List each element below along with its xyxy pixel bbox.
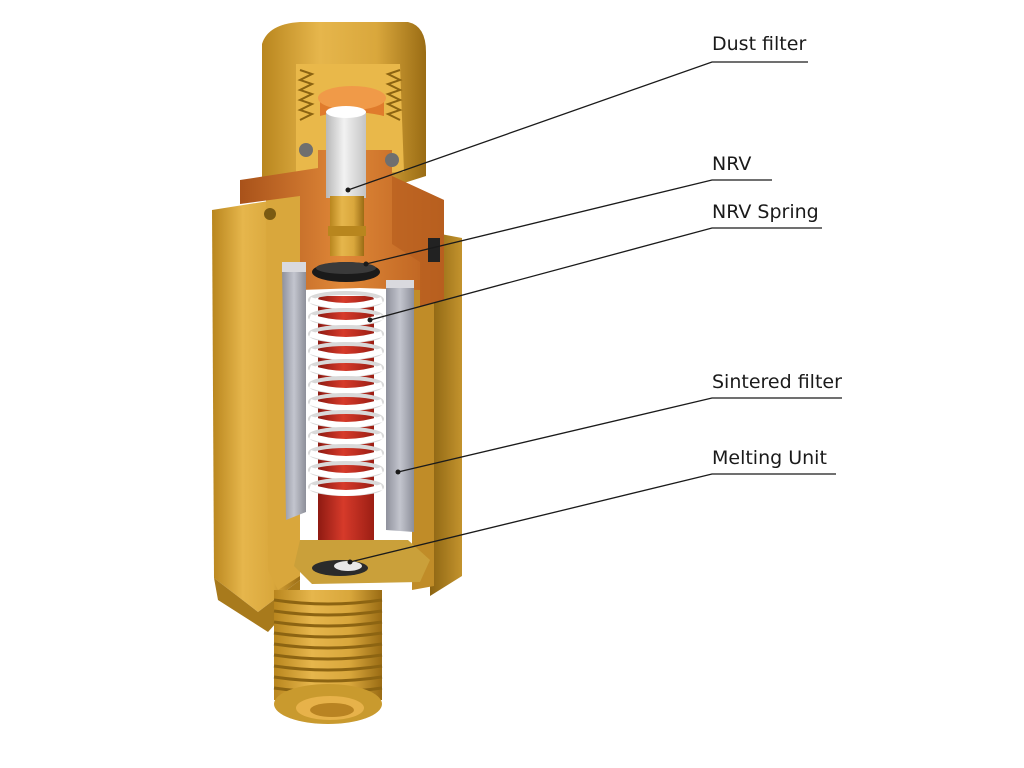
- leader-dot-nrv: [363, 261, 369, 267]
- leader-dust-filter: [347, 61, 808, 191]
- label-nrv-spring: NRV Spring: [712, 201, 819, 223]
- spring-coil-front: [309, 297, 383, 309]
- leader-sintered-filter: [397, 397, 842, 473]
- labels: Dust filter NRV NRV Spring Sintered filt…: [712, 33, 842, 469]
- inner-cavity-right: [412, 238, 434, 590]
- spring-coil-front: [309, 365, 383, 377]
- leader-melting-unit: [349, 473, 836, 563]
- leader-dot-sintered-filter: [395, 469, 401, 475]
- leader-lines: [345, 61, 842, 565]
- lower-body-right-wall: [430, 232, 462, 596]
- nrv-spring: [308, 291, 384, 496]
- thread-ridge: [273, 631, 383, 639]
- threaded-outlet: [273, 590, 383, 724]
- thread-ridge: [273, 653, 383, 661]
- bolt-top-left: [264, 208, 276, 220]
- leader-dot-melting-unit: [347, 559, 353, 565]
- spring-coil-front: [309, 331, 383, 343]
- thread-ridge: [273, 620, 383, 628]
- melting-unit-tip-inner: [334, 561, 362, 571]
- spring-coil-front: [309, 450, 383, 462]
- spring-coil-front: [309, 433, 383, 445]
- thread-ridge: [273, 642, 383, 650]
- bolt-left: [299, 143, 313, 157]
- melting-unit-base: [294, 540, 430, 584]
- spring-coil-front: [309, 484, 383, 496]
- filter-cap-top-left: [282, 262, 306, 272]
- label-nrv: NRV: [712, 153, 751, 175]
- sintered-filter: [282, 262, 414, 532]
- thread-ridge: [273, 598, 383, 606]
- dust-filter-top: [318, 86, 386, 110]
- bolt-right: [385, 153, 399, 167]
- copper-adapter-shadow: [392, 176, 444, 306]
- leader-nrv-spring: [369, 227, 822, 321]
- spring-coil-front: [309, 399, 383, 411]
- outlet-threads: [273, 598, 383, 694]
- spring-coil-front: [309, 382, 383, 394]
- spring-coil-front: [309, 467, 383, 479]
- dust-filter-pin: [326, 112, 366, 198]
- dust-filter-assembly: [312, 86, 386, 282]
- sintered-filter-left: [282, 262, 306, 520]
- thread-ridge: [273, 609, 383, 617]
- label-sintered-filter: Sintered filter: [712, 371, 842, 393]
- bolt-side: [428, 238, 440, 262]
- cap-threads: [297, 69, 315, 121]
- spring-coil-front: [309, 416, 383, 428]
- sintered-filter-right: [386, 280, 414, 532]
- leader-dot-dust-filter: [345, 187, 351, 193]
- thread-ridge: [273, 664, 383, 672]
- leader-dot-nrv-spring: [367, 317, 373, 323]
- thread-ridge: [273, 675, 383, 683]
- label-melting-unit: Melting Unit: [712, 447, 827, 469]
- dust-filter-pin-top: [326, 106, 366, 118]
- spring-coil-front: [309, 348, 383, 360]
- nrv-stem-band: [328, 226, 366, 236]
- label-dust-filter: Dust filter: [712, 33, 806, 55]
- outlet-bore-inner: [310, 703, 354, 717]
- leader-nrv: [365, 179, 772, 265]
- cap-threads-right: [385, 69, 403, 121]
- filter-cap-top-right: [386, 280, 414, 288]
- nrv-seal-ring: [316, 262, 376, 274]
